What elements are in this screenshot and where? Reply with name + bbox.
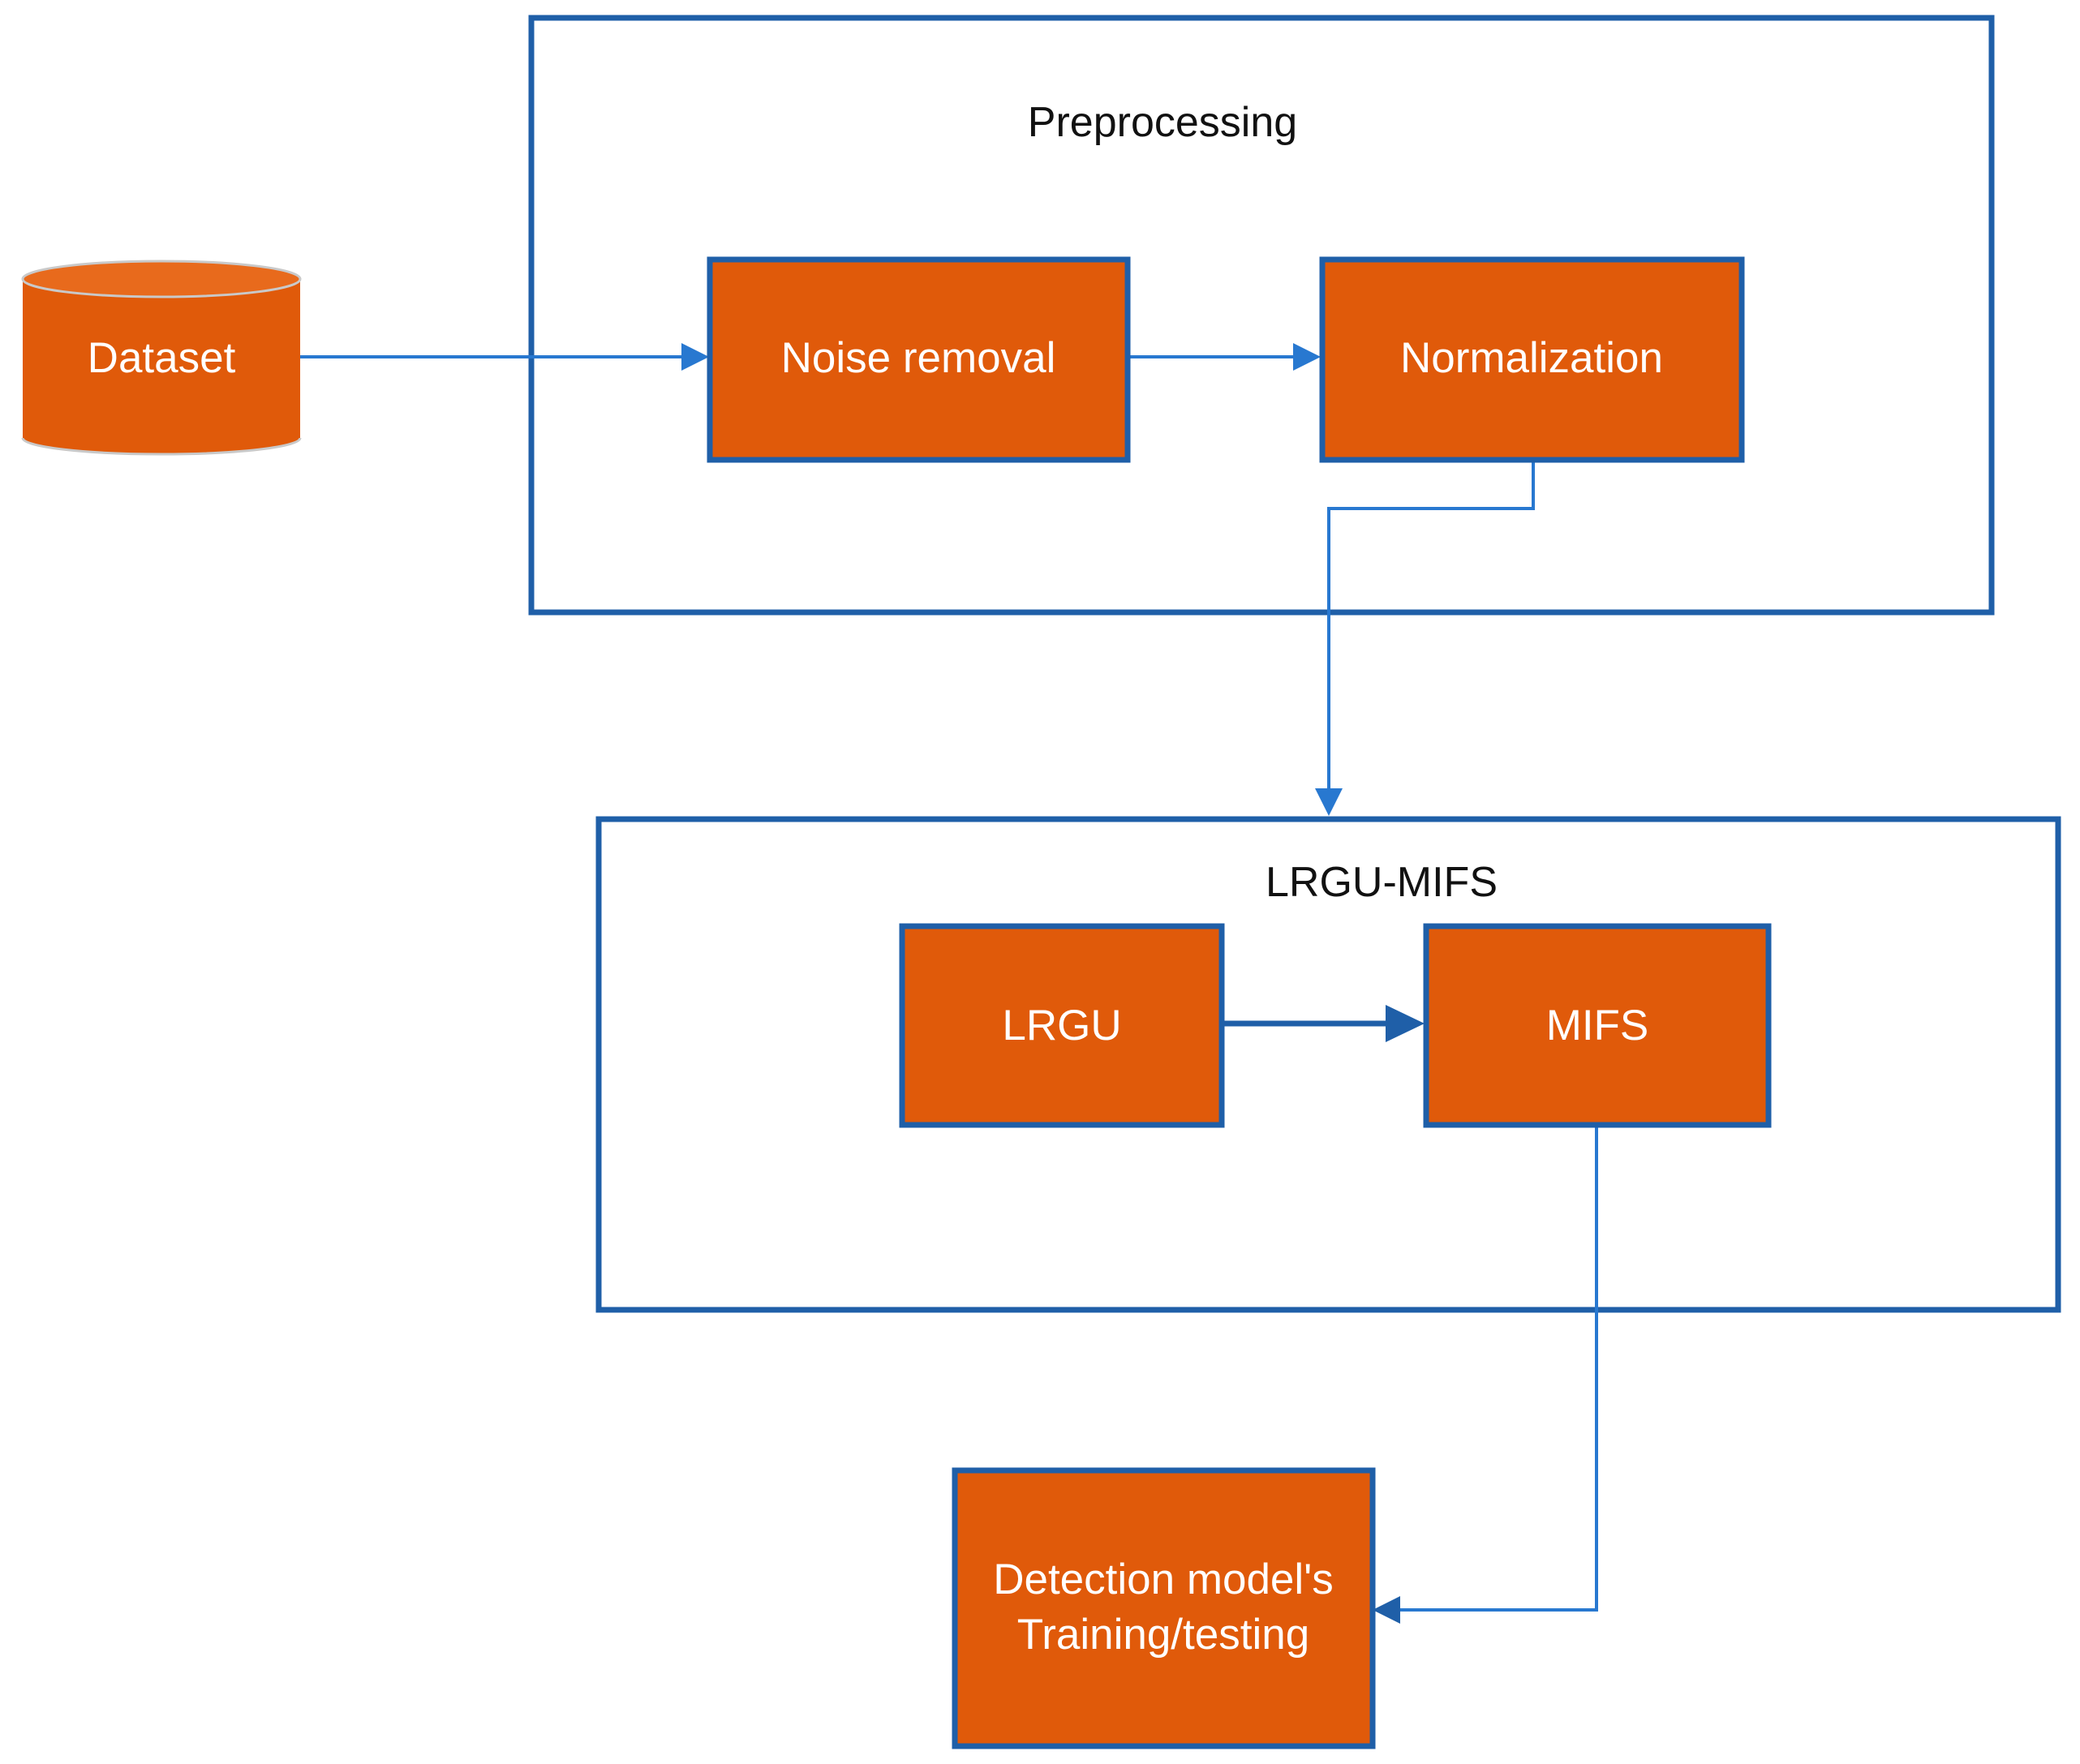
arrowhead-mifs: [1386, 1005, 1425, 1042]
detection-box: [952, 1467, 1376, 1749]
normalization-box: [1319, 256, 1745, 463]
noise-removal-node: Noise removal: [707, 256, 1131, 463]
mifs-label: MIFS: [1546, 1002, 1649, 1049]
edge-normalization-to-lrgu-mifs: [1327, 460, 1535, 791]
dataset-cylinder-rim: [21, 437, 302, 456]
dataset-node: Dataset: [21, 260, 302, 456]
dataset-cylinder-body: [23, 279, 300, 454]
lrgu-node: LRGU: [899, 923, 1225, 1128]
lrgu-mifs-label: LRGU-MIFS: [1266, 859, 1498, 906]
lrgu-label: LRGU: [1002, 1002, 1121, 1049]
detection-node: Detection model's Training/testing: [952, 1467, 1376, 1749]
normalization-label: Normalization: [1400, 334, 1663, 382]
dataset-cylinder-top: [21, 260, 302, 298]
arrowhead-normalization: [1293, 343, 1321, 371]
preprocessing-group: [528, 15, 1995, 616]
noise-removal-box: [707, 256, 1131, 463]
normalization-node: Normalization: [1319, 256, 1745, 463]
mifs-node: MIFS: [1423, 923, 1772, 1128]
arrowhead-detection: [1373, 1596, 1400, 1624]
mifs-box: [1423, 923, 1772, 1128]
dataset-label: Dataset: [88, 334, 236, 382]
arrowhead-lrgu-mifs: [1315, 788, 1343, 816]
arrowhead-noise-removal: [681, 343, 709, 371]
detection-label-line1: Detection model's: [993, 1556, 1334, 1603]
edge-mifs-to-detection: [1397, 1127, 1598, 1612]
preprocessing-label: Preprocessing: [1028, 99, 1297, 146]
lrgu-mifs-group: [595, 816, 2061, 1313]
noise-removal-label: Noise removal: [781, 334, 1056, 382]
lrgu-box: [899, 923, 1225, 1128]
detection-label-line2: Training/testing: [1017, 1611, 1309, 1659]
